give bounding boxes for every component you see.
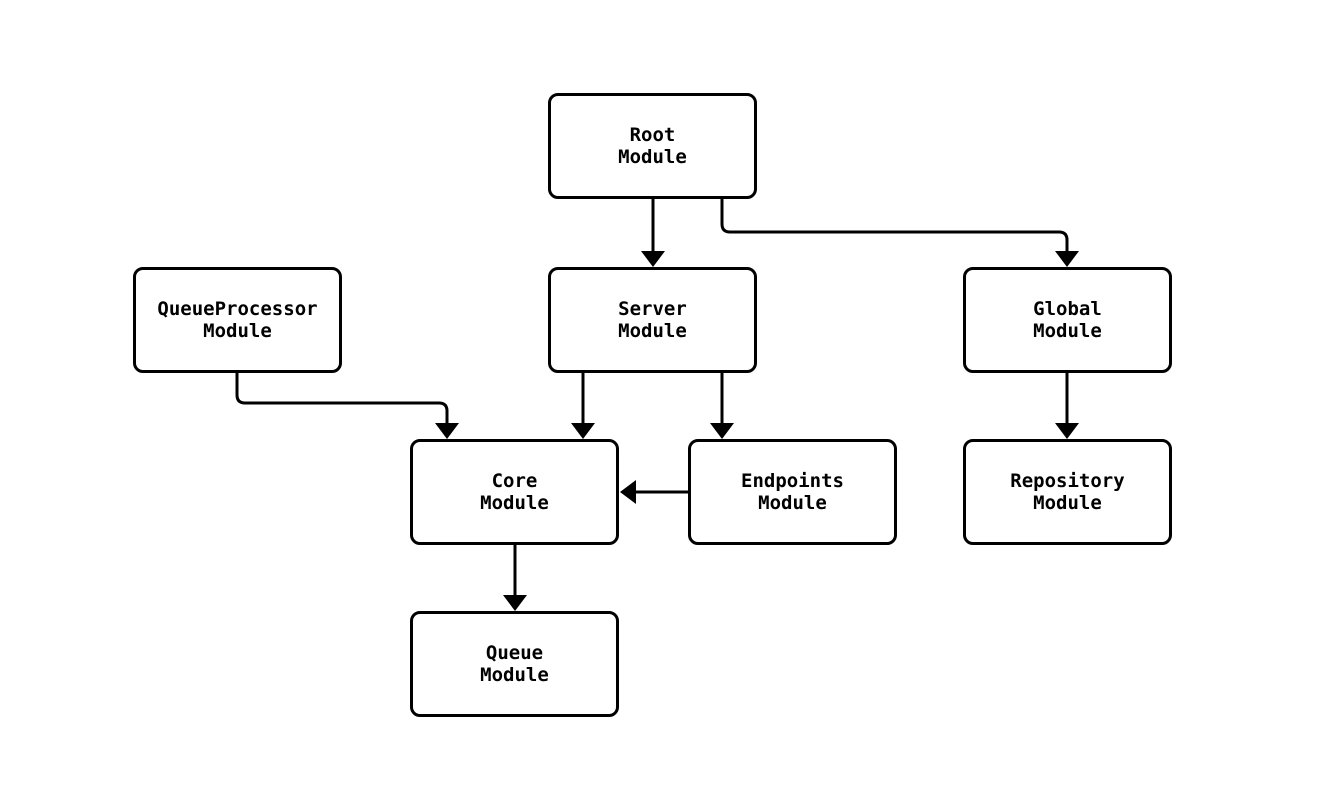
edge-global-to-repository — [1055, 373, 1079, 439]
node-label-line2: Module — [1033, 320, 1102, 342]
edge-queueprocessor-to-core — [235, 373, 459, 439]
node-label-line1: Endpoints — [741, 470, 844, 492]
node-label-line2: Module — [618, 146, 687, 168]
node-label-line1: Core — [491, 470, 538, 492]
edge-root-to-global — [720, 198, 1079, 267]
node-label-line1: Queue — [485, 642, 544, 664]
node-label-line2: Module — [480, 664, 549, 686]
node-label-line2: Module — [1033, 492, 1102, 514]
node-endpoints-module: Endpoints Module — [688, 439, 897, 545]
node-label-line1: QueueProcessor — [157, 298, 318, 320]
node-label-line1: Root — [629, 124, 676, 146]
edge-server-to-endpoints — [710, 373, 734, 439]
node-queueprocessor-module: QueueProcessor Module — [133, 267, 342, 373]
node-server-module: Server Module — [548, 267, 757, 373]
node-label-line1: Repository — [1010, 470, 1125, 492]
node-label-line2: Module — [618, 320, 687, 342]
edge-core-to-queue — [503, 545, 527, 611]
node-core-module: Core Module — [410, 439, 619, 545]
edge-endpoints-to-core — [620, 480, 688, 504]
node-repository-module: Repository Module — [963, 439, 1172, 545]
node-root-module: Root Module — [548, 93, 757, 199]
edge-root-to-server — [641, 198, 665, 267]
node-label-line1: Global — [1033, 298, 1102, 320]
node-label-line2: Module — [758, 492, 827, 514]
edge-server-to-core — [571, 373, 595, 439]
node-label-line2: Module — [203, 320, 272, 342]
node-label-line2: Module — [480, 492, 549, 514]
node-global-module: Global Module — [963, 267, 1172, 373]
node-label-line1: Server — [618, 298, 687, 320]
node-queue-module: Queue Module — [410, 611, 619, 717]
